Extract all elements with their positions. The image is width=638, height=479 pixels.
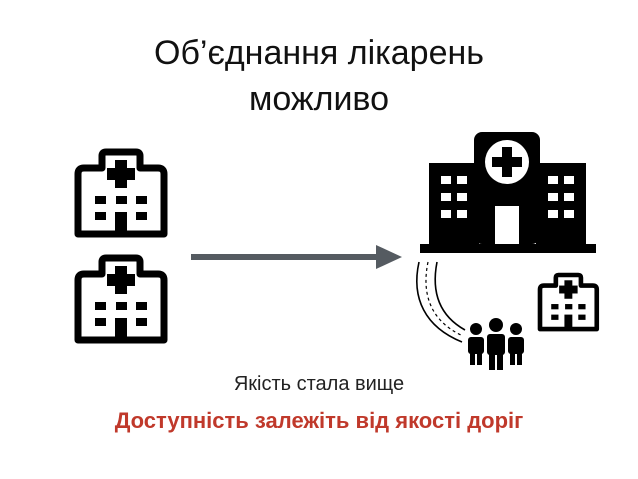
large-hospital-icon <box>420 132 596 253</box>
hospital-outline-icon <box>78 258 164 340</box>
quality-caption: Якість стала вище <box>233 373 405 395</box>
people-group-icon <box>468 318 524 370</box>
hospital-outline-icon <box>78 152 164 234</box>
accessibility-caption: Доступність залежіть від якості доріг <box>114 408 524 433</box>
road-icon <box>416 261 466 343</box>
slide-title: Об’єднання лікарень можливо <box>0 30 638 122</box>
arrow-right-icon <box>191 245 402 269</box>
title-line-1: Об’єднання лікарень <box>154 34 484 72</box>
title-line-2: можливо <box>248 80 390 118</box>
hospital-outline-icon <box>540 275 597 329</box>
